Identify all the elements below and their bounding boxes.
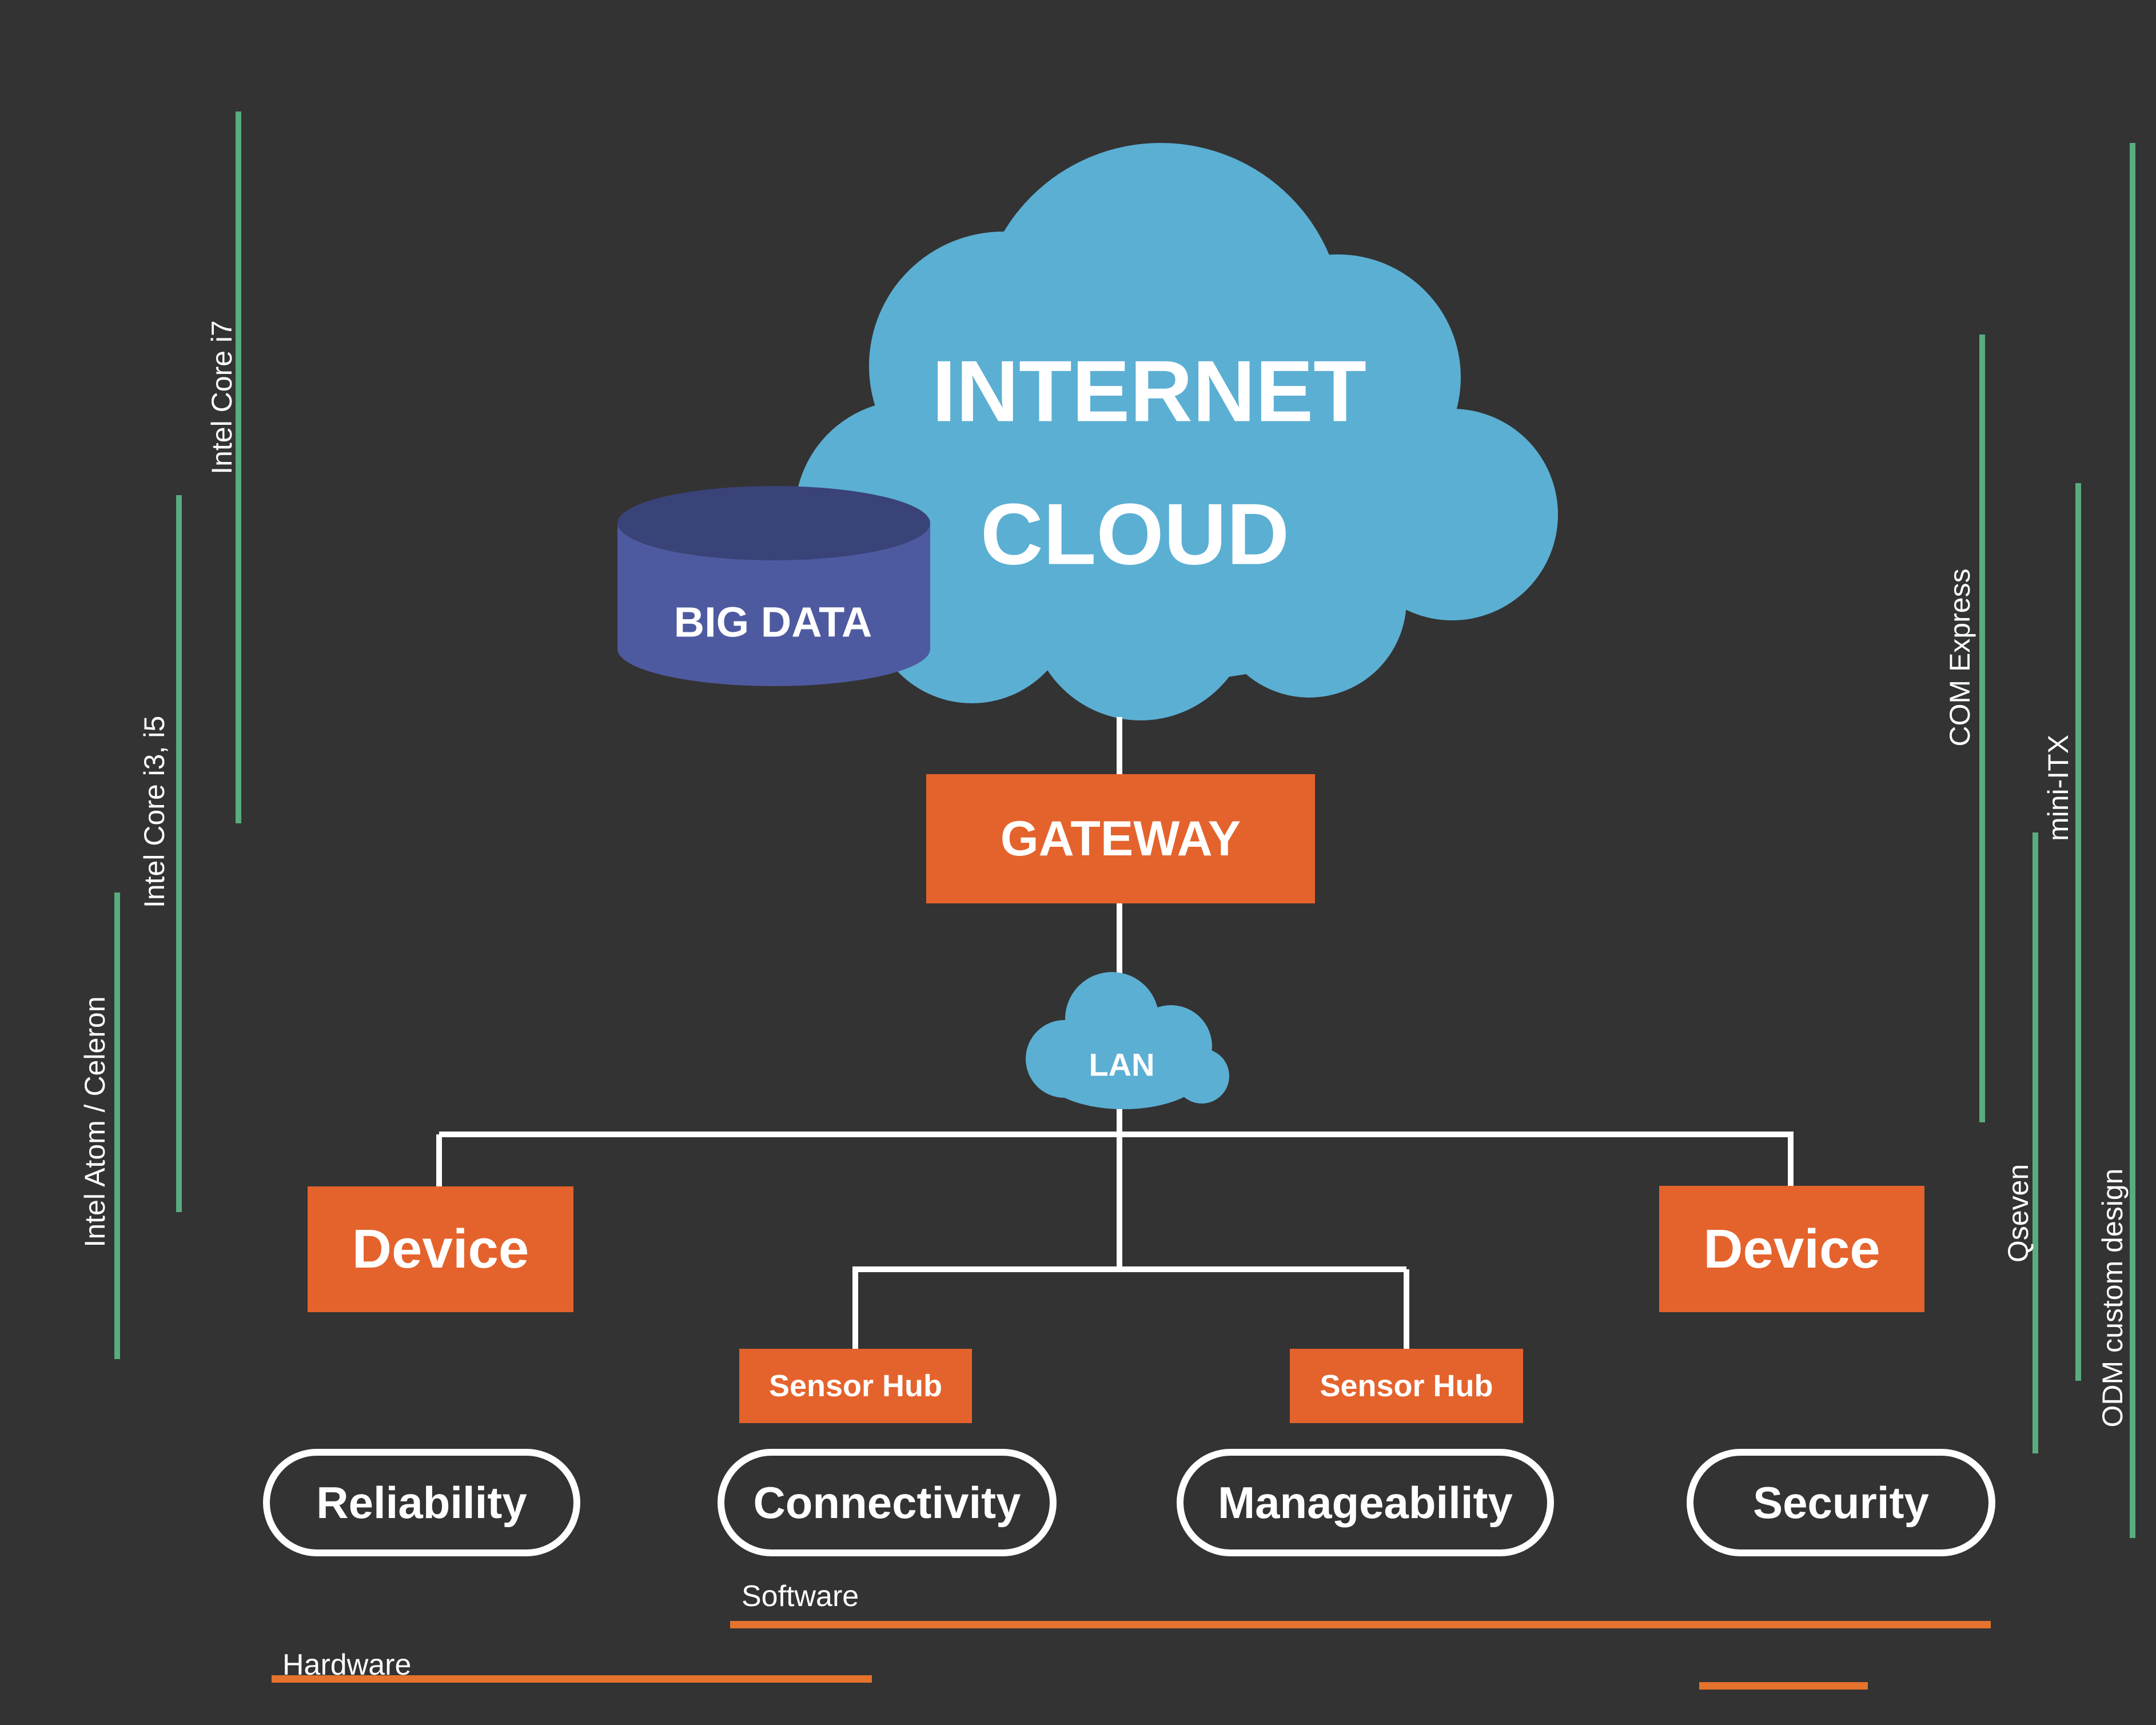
device-left-label: Device (352, 1218, 529, 1280)
sensor-hub-box-right: Sensor Hub (1290, 1349, 1523, 1423)
branch-line-devices (439, 1132, 1794, 1137)
big-data-label: BIG DATA (673, 598, 872, 646)
device-box-left: Device (308, 1186, 573, 1312)
pill-manageability-label: Manageability (1218, 1477, 1513, 1528)
green-line-odm (2130, 143, 2135, 1538)
connector-device-right (1788, 1134, 1794, 1189)
label-intel-core-i7: Intel Core i7 (206, 320, 238, 475)
pill-security: Security (1687, 1449, 1995, 1556)
software-line (730, 1621, 1991, 1628)
label-odm-custom-design: ODM custom design (2097, 1168, 2129, 1428)
hardware-line-right-segment (1699, 1682, 1868, 1690)
connector-gateway-lan (1117, 902, 1122, 980)
pill-connectivity: Connectivity (718, 1449, 1057, 1556)
label-qseven: Qseven (2002, 1164, 2034, 1263)
sensor-hub-box-left: Sensor Hub (739, 1349, 972, 1423)
connector-hub-right (1404, 1269, 1409, 1352)
lan-body (1041, 1032, 1206, 1109)
green-line-core-i3-i5 (176, 495, 182, 1212)
green-line-atom-celeron (114, 893, 120, 1359)
pill-reliability: Reliability (263, 1449, 580, 1556)
label-intel-atom-celeron: Intel Atom / Celeron (79, 996, 111, 1248)
cloud-body (880, 297, 1464, 680)
internet-cloud-label-line1: INTERNET (932, 342, 1366, 440)
pill-reliability-label: Reliability (316, 1477, 527, 1528)
gateway-box: GATEWAY (926, 774, 1315, 903)
green-line-core-i7 (236, 111, 241, 823)
hardware-line (272, 1675, 872, 1683)
connector-hub-left (852, 1269, 858, 1352)
internet-cloud-label-line2: CLOUD (980, 485, 1290, 583)
green-line-qseven (2033, 832, 2038, 1453)
label-intel-core-i3-i5: Intel Core i3, i5 (138, 715, 170, 909)
label-com-express: COM Express (1944, 568, 1976, 747)
label-mini-itx: mini-ITX (2042, 734, 2074, 842)
lan-label: LAN (1089, 1046, 1155, 1083)
connector-cloud-gateway (1117, 717, 1122, 776)
green-line-mini-itx (2075, 483, 2081, 1381)
pill-manageability: Manageability (1177, 1449, 1554, 1556)
gateway-label: GATEWAY (1000, 811, 1241, 866)
green-line-com-express (1979, 334, 1985, 1122)
connector-lan-hubs (1117, 1103, 1122, 1272)
branch-line-hubs (852, 1266, 1406, 1272)
sensor-hub-left-label: Sensor Hub (768, 1369, 943, 1403)
cylinder-top (617, 486, 930, 560)
pill-connectivity-label: Connectivity (753, 1477, 1021, 1528)
connector-device-left (436, 1134, 442, 1189)
label-software: Software (742, 1580, 859, 1613)
sensor-hub-right-label: Sensor Hub (1320, 1369, 1493, 1403)
pill-security-label: Security (1753, 1477, 1929, 1528)
device-right-label: Device (1703, 1218, 1880, 1280)
device-box-right: Device (1659, 1186, 1924, 1312)
cylinder-bottom (617, 612, 930, 686)
